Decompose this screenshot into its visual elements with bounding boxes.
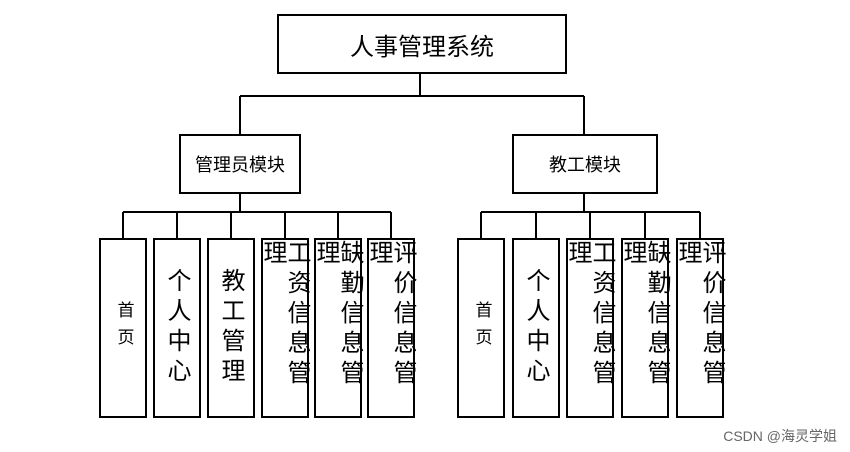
leaf-admin-staff: 教工管理	[207, 238, 255, 418]
leaf-admin-home: 首页	[99, 238, 147, 418]
leaf-admin-absence: 缺勤信息管理	[312, 238, 364, 418]
module-admin: 管理员模块	[179, 134, 301, 194]
leaf-label: 缺勤信息管理	[312, 240, 364, 390]
leaf-label: 工资信息管理	[564, 240, 616, 390]
module-admin-label: 管理员模块	[195, 155, 285, 176]
leaf-label: 首页	[471, 301, 492, 355]
leaf-label: 缺勤信息管理	[619, 240, 671, 390]
leaf-admin-salary: 工资信息管理	[259, 238, 311, 418]
leaf-label: 首页	[113, 301, 134, 355]
leaf-staff-profile: 个人中心	[512, 238, 560, 418]
leaf-label: 评价信息管理	[674, 240, 726, 390]
leaf-staff-absence: 缺勤信息管理	[619, 238, 671, 418]
leaf-admin-evaluation: 评价信息管理	[365, 238, 417, 418]
leaf-label: 工资信息管理	[259, 240, 311, 390]
root-label: 人事管理系统	[350, 32, 494, 61]
leaf-label: 个人中心	[163, 268, 191, 388]
module-staff: 教工模块	[512, 134, 658, 194]
root-node: 人事管理系统	[277, 14, 567, 74]
watermark: CSDN @海灵学姐	[723, 428, 837, 444]
leaf-label: 个人中心	[522, 268, 550, 388]
leaf-staff-evaluation: 评价信息管理	[674, 238, 726, 418]
leaf-admin-profile: 个人中心	[153, 238, 201, 418]
leaf-label: 教工管理	[217, 268, 245, 388]
leaf-label: 评价信息管理	[365, 240, 417, 390]
leaf-staff-home: 首页	[457, 238, 505, 418]
module-staff-label: 教工模块	[549, 155, 621, 176]
leaf-staff-salary: 工资信息管理	[564, 238, 616, 418]
